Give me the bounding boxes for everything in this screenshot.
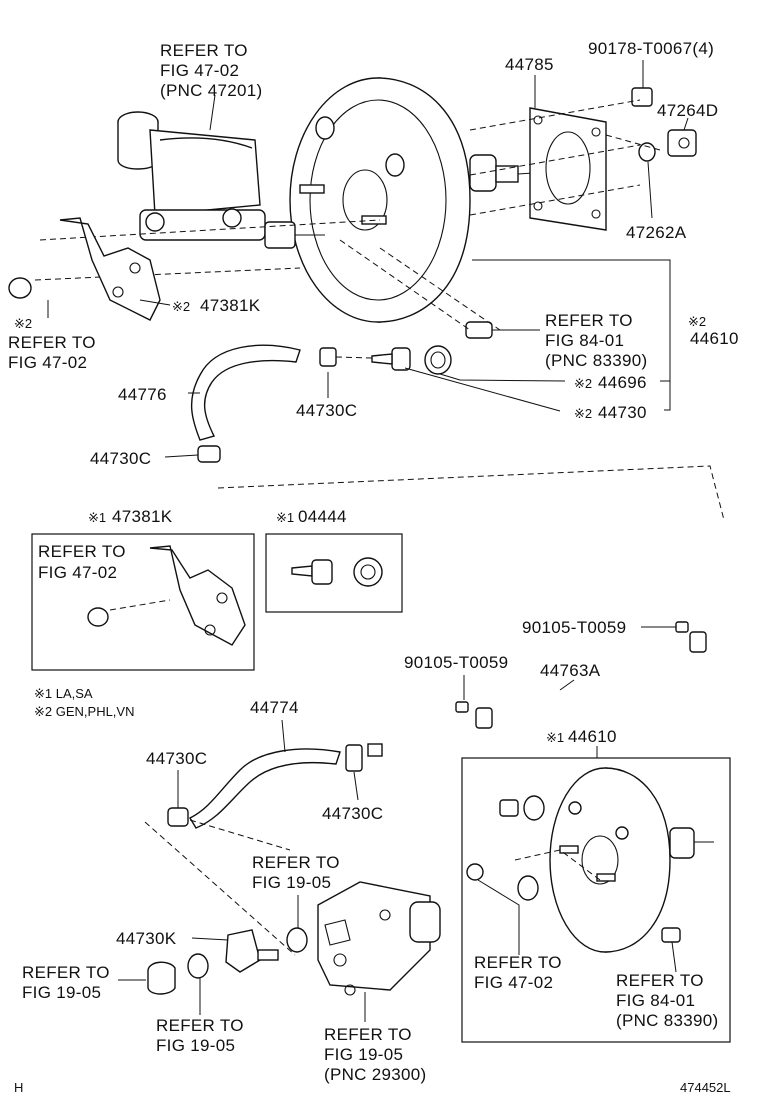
mark-2-left: ※2 xyxy=(14,316,32,331)
booster-gasket-icon xyxy=(529,107,607,231)
valve-refer-line3: (PNC 83390) xyxy=(545,351,648,370)
oring-refer-line1: REFER TO xyxy=(156,1016,244,1035)
part-47262a-label: 47262A xyxy=(626,223,687,242)
cap-refer-line2: FIG 19-05 xyxy=(22,983,101,1002)
inset-valve-title: 04444 xyxy=(298,507,347,526)
valve-refer-line1: REFER TO xyxy=(545,311,633,330)
inset-box-valve xyxy=(265,533,403,613)
hose-clamp-icon xyxy=(167,744,363,827)
inset-booster-refer-a-line1: REFER TO xyxy=(474,953,562,972)
inset-booster-refer-b-line2: FIG 84-01 xyxy=(616,991,695,1010)
part-44785-label: 44785 xyxy=(505,55,554,74)
left-refer-line2: FIG 47-02 xyxy=(8,353,87,372)
part-90105-label-a: 90105-T0059 xyxy=(522,618,626,637)
bracket-icon xyxy=(149,545,246,646)
part-44730c-label-a: 44730C xyxy=(296,401,357,420)
mc-refer-line3: (PNC 47201) xyxy=(160,81,263,100)
cap-icon xyxy=(147,961,176,995)
nut-icon xyxy=(631,87,697,162)
nut-icon xyxy=(8,277,32,299)
vacuum-pipe-icon xyxy=(367,519,742,757)
nut-icon xyxy=(466,863,539,901)
vacuum-check-valve-icon xyxy=(291,557,383,587)
pump-refer-a-line1: REFER TO xyxy=(252,853,340,872)
vacuum-check-valve-icon xyxy=(371,321,493,375)
mark-1-inset-booster: ※1 xyxy=(546,730,564,745)
diagram-number: 474452L xyxy=(680,1080,731,1095)
mark-1-inset-bracket: ※1 xyxy=(88,510,106,525)
vacuum-hose-icon xyxy=(190,344,301,441)
part-44696-label: 44696 xyxy=(598,373,647,392)
part-47264d-label: 47264D xyxy=(657,101,718,120)
inset-box-bracket xyxy=(31,533,255,671)
pump-refer-b-line2: FIG 19-05 xyxy=(324,1045,403,1064)
bolt-icon xyxy=(455,621,707,729)
part-44730c-label-b: 44730C xyxy=(90,449,151,468)
part-90178-label: 90178-T0067(4) xyxy=(588,39,714,58)
pump-refer-b-line3: (PNC 29300) xyxy=(324,1065,427,1084)
vacuum-pump-icon xyxy=(317,881,441,996)
nut-icon xyxy=(87,607,109,627)
inset-booster-title: 44610 xyxy=(568,727,617,746)
inset-booster-refer-b-line3: (PNC 83390) xyxy=(616,1011,719,1030)
brake-master-cylinder-icon xyxy=(117,111,325,249)
mc-refer-line2: FIG 47-02 xyxy=(160,61,239,80)
note-1: ※1 LA,SA xyxy=(34,686,93,701)
corner-marker: H xyxy=(14,1080,23,1095)
union-icon xyxy=(225,929,279,973)
part-44776-label: 44776 xyxy=(118,385,167,404)
pump-refer-b-line1: REFER TO xyxy=(324,1025,412,1044)
o-ring-icon xyxy=(187,927,308,979)
part-44730k-label: 44730K xyxy=(116,929,177,948)
mark-2-bracket: ※2 xyxy=(172,299,190,314)
part-44730c-label-c: 44730C xyxy=(146,749,207,768)
inset-booster-refer-b-line1: REFER TO xyxy=(616,971,704,990)
part-47381k-label: 47381K xyxy=(200,296,261,315)
part-44730-label: 44730 xyxy=(598,403,647,422)
mc-refer-line1: REFER TO xyxy=(160,41,248,60)
note-2: ※2 GEN,PHL,VN xyxy=(34,704,134,719)
part-44610-label: 44610 xyxy=(690,329,739,348)
mark-1-inset-valve: ※1 xyxy=(276,510,294,525)
part-44730c-label-d: 44730C xyxy=(322,804,383,823)
pump-refer-a-line2: FIG 19-05 xyxy=(252,873,331,892)
brake-booster-icon xyxy=(549,767,714,953)
valve-refer-line2: FIG 84-01 xyxy=(545,331,624,350)
part-90105-label-b: 90105-T0059 xyxy=(404,653,508,672)
mark-2-44696: ※2 xyxy=(574,376,592,391)
left-refer-line1: REFER TO xyxy=(8,333,96,352)
vacuum-check-valve-icon xyxy=(499,795,681,943)
inset-booster-refer-a-line2: FIG 47-02 xyxy=(474,973,553,992)
part-44774-label: 44774 xyxy=(250,698,299,717)
cap-refer-line1: REFER TO xyxy=(22,963,110,982)
part-44763a-label: 44763A xyxy=(540,661,601,680)
vacuum-hose-icon xyxy=(189,748,341,829)
brake-booster-icon xyxy=(289,77,549,323)
bracket-icon xyxy=(59,217,161,321)
inset-box-booster xyxy=(461,757,731,1043)
oring-refer-line2: FIG 19-05 xyxy=(156,1036,235,1055)
inset-bracket-refer-line1: REFER TO xyxy=(38,542,126,561)
inset-bracket-refer-line2: FIG 47-02 xyxy=(38,563,117,582)
mark-2-44610: ※2 xyxy=(688,314,706,329)
inset-bracket-title: 47381K xyxy=(112,507,173,526)
mark-2-44730: ※2 xyxy=(574,406,592,421)
